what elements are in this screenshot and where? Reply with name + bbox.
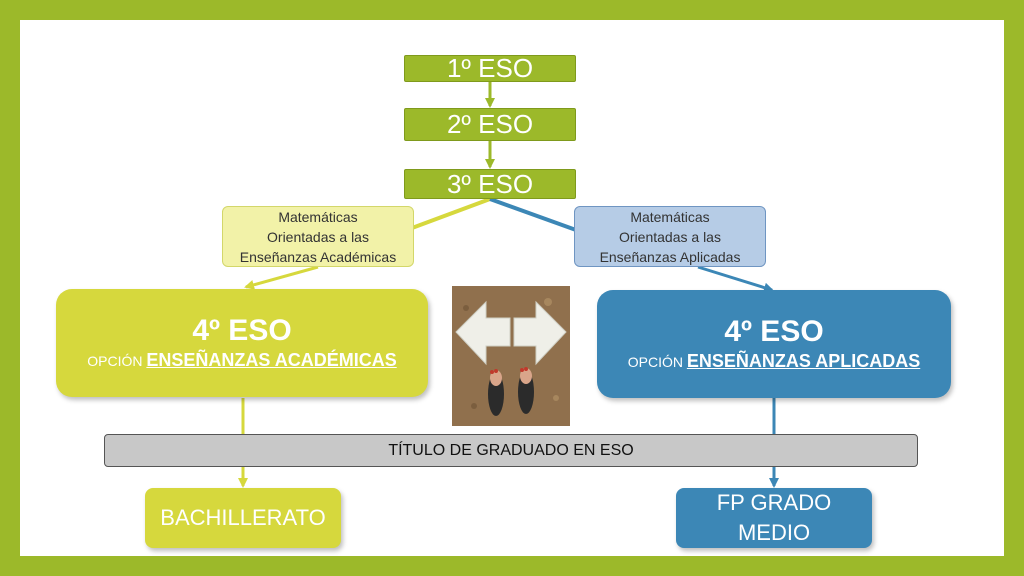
titulo-graduado-label: TÍTULO DE GRADUADO EN ESO xyxy=(388,441,634,459)
note-academicas-line-2: Orientadas a las xyxy=(267,228,369,245)
line-eso3-aplicadas-note xyxy=(489,197,577,232)
note-academicas-line-3: Enseñanzas Académicas xyxy=(239,248,397,265)
step-3-eso: 3º ESO xyxy=(404,169,576,199)
step-3-eso-label: 3º ESO xyxy=(446,168,534,199)
option-ensenanzas-academicas: 4º ESO OPCIÓN ENSEÑANZAS ACADÉMICAS xyxy=(56,289,428,397)
arrow-note-academicas xyxy=(244,265,319,290)
note-matematicas-aplicadas: Matemáticas Orientadas a las Enseñanzas … xyxy=(574,206,766,267)
result-fp-line-2: MEDIO xyxy=(737,520,811,545)
result-bachillerato-label: BACHILLERATO xyxy=(160,505,326,530)
option-aplicadas-title: 4º ESO xyxy=(724,314,824,348)
step-2-eso: 2º ESO xyxy=(404,108,576,141)
option-ensenanzas-aplicadas: 4º ESO OPCIÓN ENSEÑANZAS APLICADAS xyxy=(597,290,951,398)
result-fp-line-1: FP GRADO xyxy=(716,490,832,515)
step-1-eso-label: 1º ESO xyxy=(446,53,534,83)
titulo-graduado-bar: TÍTULO DE GRADUADO EN ESO xyxy=(104,434,918,467)
note-aplicadas-line-3: Enseñanzas Aplicadas xyxy=(599,248,741,265)
option-aplicadas-subtitle: OPCIÓN ENSEÑANZAS APLICADAS xyxy=(628,349,920,374)
line-eso3-academicas-note xyxy=(411,197,491,230)
option-academicas-title: 4º ESO xyxy=(192,313,292,347)
option-academicas-name: ENSEÑANZAS ACADÉMICAS xyxy=(146,349,397,370)
arrow-note-aplicadas xyxy=(697,265,774,293)
result-bachillerato: BACHILLERATO xyxy=(145,488,341,548)
note-matematicas-academicas: Matemáticas Orientadas a las Enseñanzas … xyxy=(222,206,414,267)
option-academicas-prefix: OPCIÓN xyxy=(87,352,143,369)
option-aplicadas-name: ENSEÑANZAS APLICADAS xyxy=(686,350,921,371)
step-2-eso-label: 2º ESO xyxy=(446,109,534,139)
note-academicas-line-1: Matemáticas xyxy=(278,208,358,225)
step-1-eso: 1º ESO xyxy=(404,53,576,83)
note-aplicadas-line-2: Orientadas a las xyxy=(619,228,721,245)
note-aplicadas-line-1: Matemáticas xyxy=(630,208,710,225)
crossroads-arrows-feet-photo xyxy=(452,286,570,426)
option-aplicadas-prefix: OPCIÓN xyxy=(627,353,683,370)
option-academicas-subtitle: OPCIÓN ENSEÑANZAS ACADÉMICAS xyxy=(87,348,396,373)
result-fp-grado-medio: FP GRADO MEDIO xyxy=(676,488,872,548)
